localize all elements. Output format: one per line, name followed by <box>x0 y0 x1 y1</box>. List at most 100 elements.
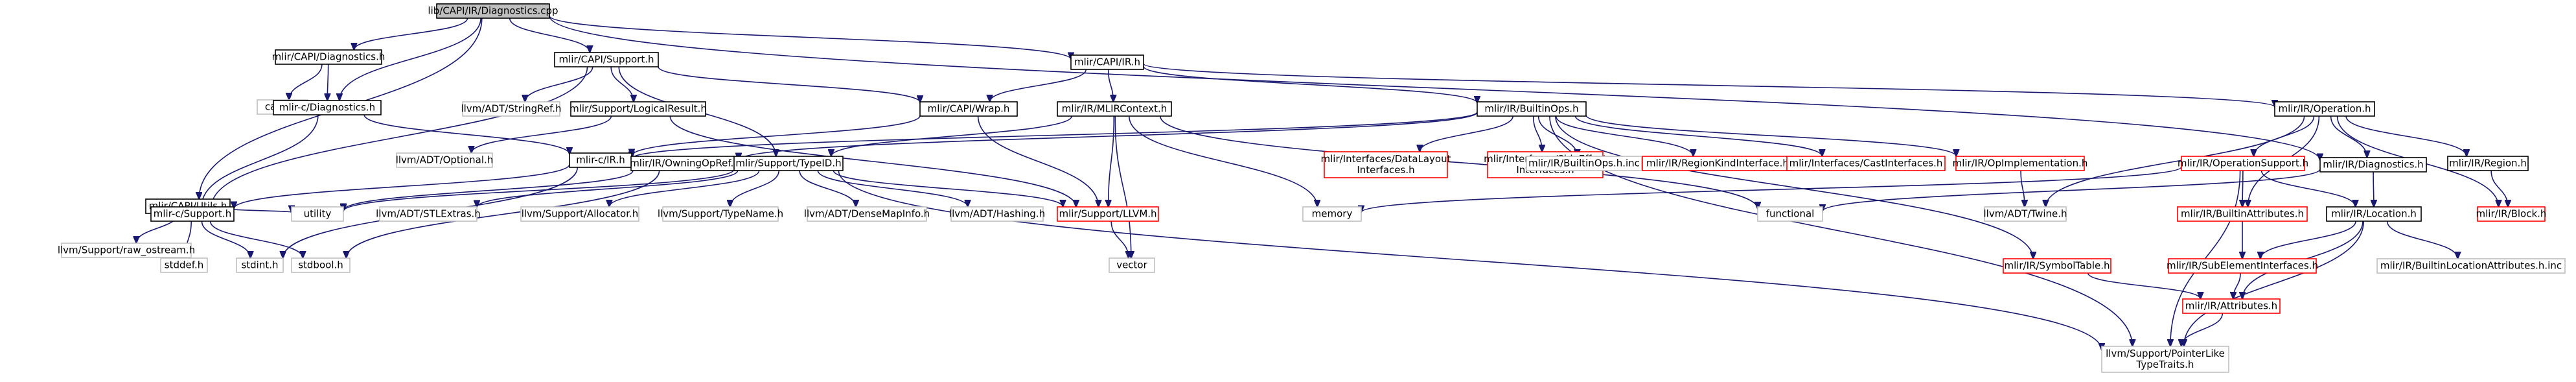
node-c-ir[interactable]: mlir-c/IR.h <box>569 152 632 168</box>
edge-root-to-capi_diag <box>354 18 468 50</box>
edge-capi_support-to-logical_result <box>610 66 634 102</box>
node-label: mlir/IR/BuiltinLocationAttributes.h.inc <box>2380 260 2562 272</box>
node-builtin-ops-inc: mlir/IR/BuiltinOps.h.inc <box>1526 156 1642 171</box>
node-region-kind[interactable]: mlir/IR/RegionKindInterface.h <box>1642 156 1793 171</box>
node-box <box>2003 258 2111 274</box>
node-label: mlir-c/Diagnostics.h <box>279 102 375 113</box>
node-raw-ostream: llvm/Support/raw_ostream.h <box>58 243 195 258</box>
edge-ir_region-to-ir_block <box>2490 170 2508 207</box>
node-box <box>1526 156 1642 171</box>
node-label: mlir/IR/Block.h <box>2476 208 2547 220</box>
node-label: mlir/Support/LLVM.h <box>1059 208 1156 220</box>
node-stdbool: stdbool.h <box>291 257 351 273</box>
node-ir-block[interactable]: mlir/IR/Block.h <box>2476 206 2547 222</box>
node-capi-support[interactable]: mlir/CAPI/Support.h <box>554 52 659 67</box>
edge-capi_diag-to-c_diag <box>327 64 328 101</box>
node-capi-ir[interactable]: mlir/CAPI/IR.h <box>1070 54 1144 70</box>
edge-type_id-to-allocator <box>609 170 760 207</box>
node-op-impl[interactable]: mlir/IR/OpImplementation.h <box>1953 156 2088 171</box>
edge-type_id-to-pointer_like <box>838 170 2102 350</box>
node-box <box>520 206 639 222</box>
node-allocator: llvm/Support/Allocator.h <box>520 206 639 222</box>
node-box <box>2177 206 2308 222</box>
edge-op_support-to-memory <box>1361 166 2182 212</box>
node-box <box>1955 156 2085 171</box>
edge-op_support-to-builtin_attrs <box>2242 170 2243 207</box>
node-label: mlir/IR/Region.h <box>2449 158 2527 169</box>
node-cast-interfaces[interactable]: mlir/Interfaces/CastInterfaces.h <box>1786 156 1946 171</box>
node-logical-result[interactable]: mlir/Support/LogicalResult.h <box>569 101 707 117</box>
node-ir-region[interactable]: mlir/IR/Region.h <box>2447 156 2529 171</box>
node-box <box>2274 101 2375 117</box>
node-box <box>2376 258 2566 274</box>
node-box <box>160 257 208 273</box>
node-label: TypeTraits.h <box>2136 359 2194 370</box>
node-label: mlir/CAPI/Support.h <box>559 54 654 66</box>
edge-ir_location-to-builtin_loc_attrs <box>2386 221 2458 259</box>
edge-capi_support-to-adt_stringref <box>525 66 593 102</box>
node-sub-element[interactable]: mlir/IR/SubElementInterfaces.h <box>2167 258 2318 274</box>
node-label: llvm/ADT/StringRef.h <box>461 103 561 115</box>
edge-ir_location-to-sub_element <box>2260 221 2356 259</box>
node-ir-diag[interactable]: mlir/IR/Diagnostics.h <box>2319 157 2427 173</box>
node-box <box>1984 206 2067 222</box>
edge-builtin_ops-to-owning_op_ref <box>739 112 1478 160</box>
node-capi-diag[interactable]: mlir/CAPI/Diagnostics.h <box>272 49 385 65</box>
edge-op_impl-to-twine <box>2020 170 2025 207</box>
node-support-llvm[interactable]: mlir/Support/LLVM.h <box>1057 206 1159 222</box>
node-owning-op-ref[interactable]: mlir/IR/OwningOpRef.h <box>630 156 740 171</box>
node-root[interactable]: lib/CAPI/IR/Diagnostics.cpp <box>428 3 558 19</box>
edge-builtin_ops-to-side_effect <box>1532 115 1542 152</box>
edge-logical_result-to-support_llvm <box>669 115 1076 207</box>
node-box <box>2477 206 2546 222</box>
node-label: mlir/IR/BuiltinOps.h.inc <box>1528 158 1640 169</box>
edge-type_id-to-dense_map_info <box>799 170 856 207</box>
node-builtin-attrs[interactable]: mlir/IR/BuiltinAttributes.h <box>2177 206 2308 222</box>
node-box <box>2181 156 2305 171</box>
edge-symbol_table-to-ir_attributes <box>2087 272 2201 299</box>
node-c-support[interactable]: mlir-c/Support.h <box>150 206 235 222</box>
node-label: mlir/IR/OwningOpRef.h <box>630 158 740 169</box>
node-builtin-ops[interactable]: mlir/IR/BuiltinOps.h <box>1477 101 1587 117</box>
node-box <box>1109 257 1155 273</box>
node-label: stdint.h <box>241 259 278 271</box>
edge-capi_support-to-capi_wrap <box>658 66 920 102</box>
node-capi-wrap[interactable]: mlir/CAPI/Wrap.h <box>919 101 1018 117</box>
node-label: llvm/ADT/DenseMapInfo.h <box>804 208 930 220</box>
node-twine: llvm/ADT/Twine.h <box>1983 206 2067 222</box>
edge-capi_ir-to-ir_operation <box>1143 63 2275 107</box>
edge-type_id-to-utility <box>343 169 735 211</box>
node-ir-location[interactable]: mlir/IR/Location.h <box>2326 206 2422 222</box>
node-box <box>2182 298 2281 314</box>
node-box <box>950 206 1044 222</box>
node-label: stddef.h <box>165 259 203 271</box>
node-mlir-context[interactable]: mlir/IR/MLIRContext.h <box>1057 101 1172 117</box>
node-box <box>1477 101 1587 117</box>
edge-capi_ir-to-builtin_ops <box>1143 66 1477 103</box>
nodes-layer: lib/CAPI/IR/Diagnostics.cpp mlir/CAPI/Dia… <box>58 3 2566 373</box>
node-label: mlir/IR/Operation.h <box>2279 103 2371 115</box>
node-box <box>2326 206 2422 222</box>
edge-builtin_ops-to-builtin_ops_inc <box>1537 115 1578 156</box>
node-type-id[interactable]: mlir/Support/TypeID.h <box>733 156 844 171</box>
node-box <box>291 257 351 273</box>
edge-c_diag-to-c_ir <box>363 114 569 154</box>
node-box <box>1057 206 1159 222</box>
node-box <box>462 101 560 117</box>
edge-c_diag-to-c_support <box>201 114 319 207</box>
node-op-support[interactable]: mlir/IR/OperationSupport.h <box>2178 156 2308 171</box>
node-vector: vector <box>1109 257 1155 273</box>
node-ir-operation[interactable]: mlir/IR/Operation.h <box>2274 101 2375 117</box>
node-label: mlir-c/IR.h <box>576 154 625 166</box>
node-utility: utility <box>291 206 344 222</box>
node-box <box>396 152 493 168</box>
node-ir-attributes[interactable]: mlir/IR/Attributes.h <box>2182 298 2281 314</box>
node-c-diag[interactable]: mlir-c/Diagnostics.h <box>273 100 382 115</box>
node-symbol-table[interactable]: mlir/IR/SymbolTable.h <box>2003 258 2111 274</box>
edge-mlir_context-to-memory <box>1129 115 1317 207</box>
edge-mlir_context-to-support_llvm <box>1109 115 1115 207</box>
edge-logical_result-to-adt_optional <box>472 115 612 153</box>
